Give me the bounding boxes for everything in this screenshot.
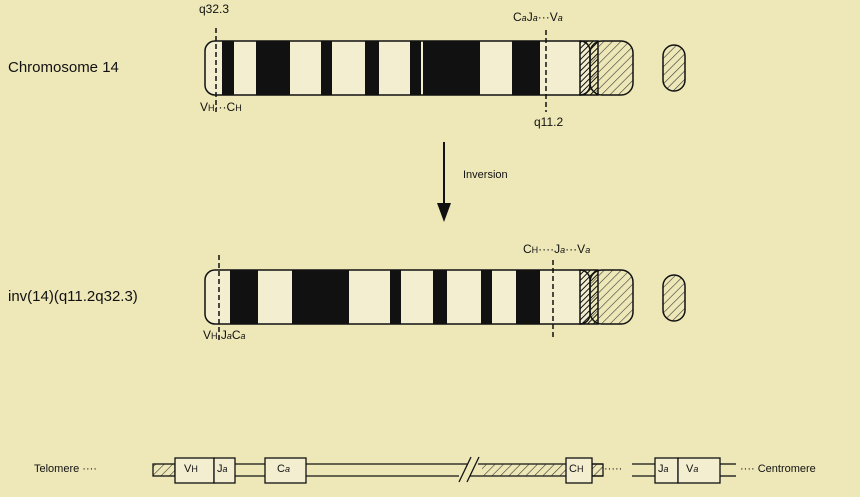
ch-region-hatch (482, 464, 566, 476)
centromere-label: ···· Centromere (740, 463, 816, 475)
band-label-q11-2: q11.2 (534, 115, 563, 129)
gene-map (153, 457, 736, 483)
short-arm (663, 45, 685, 91)
centromere-region (590, 41, 633, 95)
band-label-q32-3: q32.3 (199, 2, 229, 16)
va-box (678, 458, 720, 483)
inversion-arrow (437, 142, 451, 222)
telomere-label: Telomere ···· (34, 463, 97, 475)
inversion-chromosome-label: inv(14)(q11.2q32.3) (8, 288, 138, 305)
inversion-label: Inversion (463, 169, 508, 181)
map-dots: ····· (604, 463, 622, 475)
centromere-region (590, 270, 633, 324)
telomere-hatch (153, 464, 175, 476)
short-arm (663, 275, 685, 321)
inverted-chromosome (205, 255, 685, 340)
ch-right-hatch (592, 464, 603, 476)
chromosome-14-label: Chromosome 14 (8, 59, 119, 76)
chromosome-14 (205, 28, 685, 112)
